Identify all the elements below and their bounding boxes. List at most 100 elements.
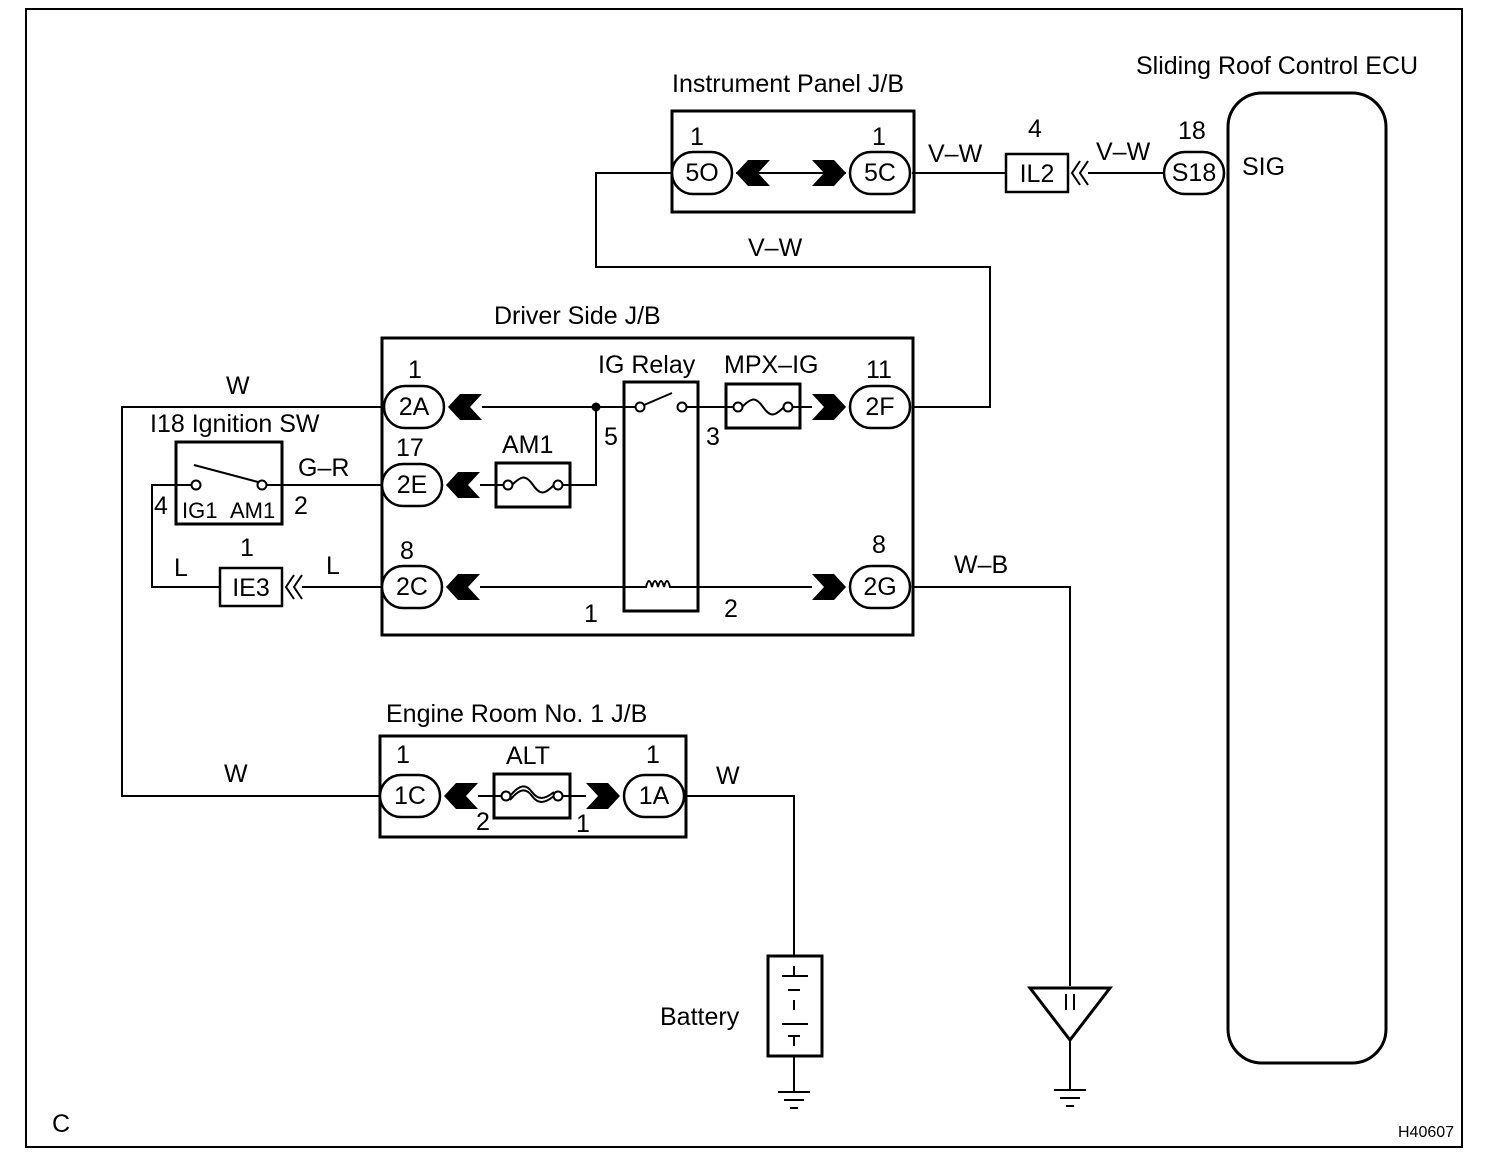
c2f-pin-no: 11 [866, 356, 892, 384]
ign-switch-arm [193, 464, 259, 483]
alt-pin-1: 1 [576, 810, 590, 838]
er-jb-box [378, 734, 688, 839]
wire-label-vw-1: V–W [928, 140, 983, 168]
wire-w-1a-battery [684, 795, 795, 956]
ecu-pin-number: 18 [1178, 117, 1206, 145]
relay-pin-5: 5 [604, 423, 618, 451]
c2g-arrow [812, 574, 846, 600]
ground-symbol-battery [778, 1056, 810, 1109]
connector-1a-label: 1A [639, 782, 670, 810]
wire-label-wb: W–B [954, 551, 1008, 579]
wire-label-l-1: L [174, 554, 188, 582]
c2e-pin-no: 17 [396, 434, 424, 462]
fuse-mpx-ig-left [732, 401, 744, 413]
ign-pin-2: 2 [294, 492, 308, 520]
ign-am1-label: AM1 [230, 498, 275, 523]
fuse-am1-left [502, 479, 514, 491]
ds-jb-title: Driver Side J/B [494, 302, 661, 330]
c2a-arrow [448, 394, 482, 420]
c2g-pin-no: 8 [872, 531, 886, 559]
ip-jb-arrow-left [736, 160, 770, 186]
connector-2a-label: 2A [399, 393, 430, 421]
connector-5o-label: 5O [685, 159, 718, 187]
fuse-mpx-ig-element [741, 398, 785, 416]
fuse-alt-left [500, 790, 512, 802]
ig-relay-box [622, 380, 700, 613]
er-jb-title: Engine Room No. 1 J/B [386, 700, 647, 728]
ign-contact-am1 [256, 479, 268, 491]
connector-2c-label: 2C [396, 573, 428, 601]
ign-ig1-label: IG1 [182, 498, 217, 523]
il2-number: 4 [1028, 115, 1042, 143]
ign-pin-4: 4 [154, 492, 168, 520]
ground-point-triangle [1026, 986, 1114, 1043]
wire-label-gr: G–R [298, 454, 349, 482]
connector-ie3 [218, 566, 284, 608]
connector-il2 [1004, 152, 1070, 194]
fuse-alt-element [509, 785, 555, 803]
relay-pin-3: 3 [706, 423, 720, 451]
ip-jb-title: Instrument Panel J/B [672, 70, 904, 98]
fuse-mpx-ig-label: MPX–IG [724, 351, 818, 379]
relay-pin-1: 1 [584, 600, 598, 628]
ip-jb-box [670, 109, 916, 214]
fuse-am1-right [552, 479, 564, 491]
ip-jb-right-pin-no: 1 [872, 123, 886, 151]
connector-5c-label: 5C [864, 159, 896, 187]
ip-jb-left-pin-no: 1 [690, 123, 704, 151]
relay-contact-right [676, 401, 688, 413]
wire-wb-2g-ground [912, 586, 1071, 986]
connector-2g [848, 564, 912, 610]
fuse-am1-element [511, 476, 555, 494]
connector-2f [848, 384, 912, 430]
relay-switch-arm [643, 392, 673, 406]
wire-label-l-2: L [326, 552, 340, 580]
c1c-arrow [444, 783, 478, 809]
ign-box [174, 440, 284, 526]
il2-chevron [1070, 160, 1089, 186]
ground-point-mark [1065, 994, 1075, 1010]
connector-2g-label: 2G [863, 573, 896, 601]
alt-pin-2: 2 [476, 808, 490, 836]
ecu-connector-label: S18 [1172, 159, 1216, 187]
wire-label-w-eng-left: W [224, 760, 248, 788]
connector-5c [848, 150, 912, 196]
wire-l-ign-ie3 [151, 484, 220, 588]
c2c-pin-no: 8 [400, 537, 414, 565]
wire-vw-5o-2f [595, 172, 991, 408]
c1a-arrow [586, 783, 620, 809]
connector-1c [378, 773, 442, 819]
wire-label-w-top: W [226, 372, 250, 400]
corner-label-c: C [52, 1110, 70, 1138]
fuse-alt-right [552, 790, 564, 802]
connector-ie3-label: IE3 [232, 574, 270, 602]
c2e-arrow [446, 472, 480, 498]
ie3-number: 1 [240, 534, 254, 562]
ip-jb-arrow-right [812, 160, 846, 186]
c1c-pin-no: 1 [396, 741, 410, 769]
ground-symbol-right [1054, 1040, 1086, 1107]
battery-label: Battery [660, 1003, 740, 1031]
c1a-pin-no: 1 [646, 741, 660, 769]
c2a-pin-no: 1 [408, 356, 422, 384]
relay-pin-2: 2 [724, 595, 738, 623]
connector-2e-label: 2E [397, 471, 428, 499]
battery-cells [782, 966, 808, 1046]
ds-jb-wire-junction-am1 [563, 407, 597, 486]
connector-2f-label: 2F [865, 393, 894, 421]
wire-w-2a-1c [121, 406, 384, 797]
ie3-chevron [284, 574, 303, 600]
figure-code: H40607 [1398, 1124, 1454, 1141]
relay-coil [624, 580, 698, 588]
fuse-mpx-ig-right [782, 401, 794, 413]
wire-label-vw-2: V–W [1096, 138, 1151, 166]
ig-relay-label: IG Relay [598, 351, 696, 379]
connector-1c-label: 1C [394, 782, 426, 810]
ign-contact-ig1 [190, 479, 202, 491]
connector-il2-label: IL2 [1020, 160, 1055, 188]
fuse-alt-label: ALT [506, 742, 550, 770]
wire-label-vw-3: V–W [748, 234, 803, 262]
ign-title: I18 Ignition SW [150, 410, 320, 438]
ecu-body [1226, 91, 1388, 1065]
